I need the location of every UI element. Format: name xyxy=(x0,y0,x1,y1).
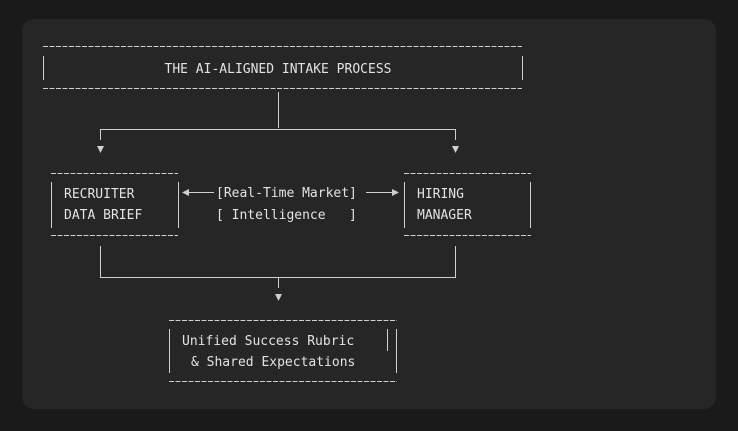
market-intelligence-link: [Real-Time Market] [ Intelligence ] xyxy=(182,186,399,223)
manager-label-line1: HIRING xyxy=(417,187,464,202)
arrow-left-icon xyxy=(182,189,189,196)
title-box: THE AI-ALIGNED INTAKE PROCESS xyxy=(43,46,523,89)
recruiter-box: RECRUITER DATA BRIEF xyxy=(51,173,179,236)
top-split-connector xyxy=(97,92,459,153)
bottom-merge-connector xyxy=(100,246,456,301)
arrow-down-icon xyxy=(97,146,104,153)
market-label-line1: [Real-Time Market] xyxy=(216,186,357,201)
diagram-panel xyxy=(22,19,716,409)
arrow-down-icon xyxy=(452,146,459,153)
arrow-down-icon xyxy=(275,294,282,301)
market-label-line2: [ Intelligence ] xyxy=(216,208,357,223)
hiring-manager-box: HIRING MANAGER xyxy=(404,173,531,236)
recruiter-label-line1: RECRUITER xyxy=(64,187,135,202)
manager-label-line2: MANAGER xyxy=(417,208,472,223)
title-label: THE AI-ALIGNED INTAKE PROCESS xyxy=(165,62,392,77)
rubric-box: Unified Success Rubric & Shared Expectat… xyxy=(169,320,397,382)
rubric-label-line2: & Shared Expectations xyxy=(191,355,355,370)
rubric-label-line1: Unified Success Rubric xyxy=(182,334,354,349)
arrow-right-icon xyxy=(392,189,399,196)
recruiter-label-line2: DATA BRIEF xyxy=(64,208,142,223)
